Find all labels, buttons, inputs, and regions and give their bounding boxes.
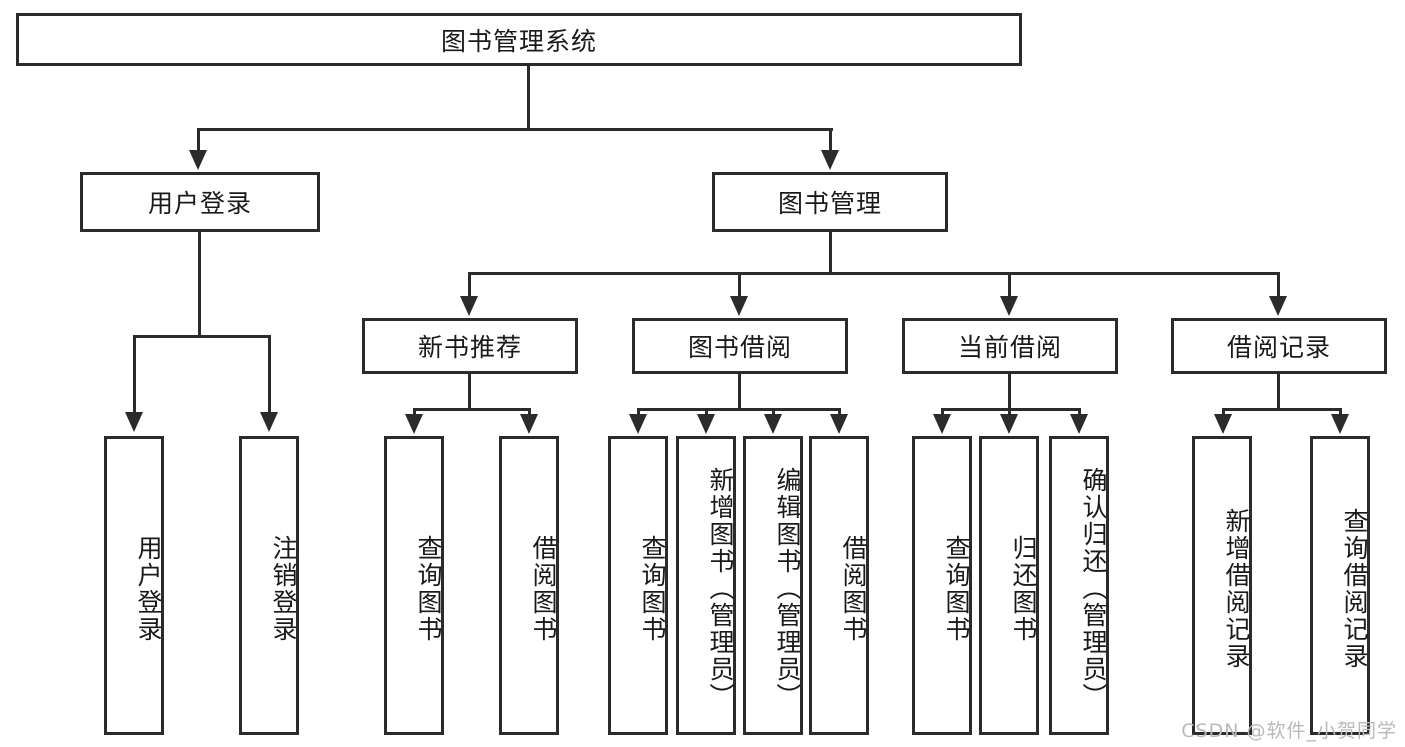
connector-record-leaf1 xyxy=(1222,408,1225,418)
node-label: 图书借阅 xyxy=(687,333,792,362)
arrowhead-current-leaf2 xyxy=(1000,414,1018,434)
arrowhead-record-leaf1 xyxy=(1214,414,1232,434)
leaf-borrow-query-book[interactable]: 查询图书 xyxy=(608,436,668,735)
connector-bookmgmt-to-record xyxy=(1277,272,1280,302)
leaf-record-add-borrow-record[interactable]: 新增借阅记录 xyxy=(1192,436,1252,735)
node-label: 新增借阅记录 xyxy=(1222,507,1251,670)
connector-bookmgmt-bar xyxy=(468,272,1280,275)
node-book-borrow[interactable]: 图书借阅 xyxy=(632,318,848,374)
leaf-borrow-borrow-book[interactable]: 借阅图书 xyxy=(809,436,869,735)
node-label: 查询借阅记录 xyxy=(1340,507,1369,670)
connector-borrow-leaf2 xyxy=(705,408,708,418)
leaf-current-return-book[interactable]: 归还图书 xyxy=(979,436,1039,735)
leaf-current-query-book[interactable]: 查询图书 xyxy=(912,436,972,735)
leaf-newbook-borrow-book[interactable]: 借阅图书 xyxy=(499,436,559,735)
leaf-user-login[interactable]: 用户登录 xyxy=(104,436,164,735)
connector-borrow-bar xyxy=(637,408,841,411)
node-label: 编辑图书（管理员） xyxy=(773,467,802,710)
connector-newbook-leaf2 xyxy=(528,408,531,418)
node-user-login[interactable]: 用户登录 xyxy=(80,172,320,232)
connector-root-to-userlogin xyxy=(197,128,200,156)
arrowhead-root-to-bookmgmt xyxy=(821,150,839,170)
connector-userlogin-leaf1 xyxy=(133,335,136,416)
connector-borrow-leaf4 xyxy=(838,408,841,418)
connector-borrow-leaf3 xyxy=(772,408,775,418)
arrowhead-newbook-leaf1 xyxy=(405,414,423,434)
arrowhead-bookmgmt-to-newbook xyxy=(460,296,478,316)
arrowhead-bookmgmt-to-borrow xyxy=(730,296,748,316)
node-current-borrow[interactable]: 当前借阅 xyxy=(902,318,1118,374)
node-label: 新增图书（管理员） xyxy=(706,467,735,710)
connector-borrow-leaf1 xyxy=(637,408,640,418)
connector-root-to-bookmgmt xyxy=(829,128,832,156)
connector-newbook-bar xyxy=(413,408,531,411)
node-label: 确认归还（管理员） xyxy=(1079,467,1108,710)
connector-userlogin-bar xyxy=(133,335,271,338)
connector-newbook-leaf1 xyxy=(413,408,416,418)
connector-root-stem xyxy=(527,66,530,128)
arrowhead-current-leaf3 xyxy=(1070,414,1088,434)
connector-record-stem xyxy=(1277,374,1280,408)
arrowhead-borrow-leaf3 xyxy=(764,414,782,434)
arrowhead-current-leaf1 xyxy=(933,414,951,434)
node-label: 注销登录 xyxy=(269,534,298,643)
leaf-borrow-edit-book-admin[interactable]: 编辑图书（管理员） xyxy=(743,436,803,735)
arrowhead-newbook-leaf2 xyxy=(520,414,538,434)
node-label: 图书管理系统 xyxy=(440,26,597,56)
connector-record-leaf2 xyxy=(1339,408,1342,418)
arrowhead-borrow-leaf4 xyxy=(830,414,848,434)
node-label: 图书管理 xyxy=(777,189,882,218)
arrowhead-bookmgmt-to-current xyxy=(1000,296,1018,316)
leaf-newbook-query-book[interactable]: 查询图书 xyxy=(384,436,444,735)
node-label: 新书推荐 xyxy=(417,333,522,362)
node-label: 借阅图书 xyxy=(839,534,868,643)
connector-current-leaf1 xyxy=(941,408,944,418)
arrowhead-record-leaf2 xyxy=(1331,414,1349,434)
node-label: 归还图书 xyxy=(1009,534,1038,643)
arrowhead-borrow-leaf2 xyxy=(697,414,715,434)
node-root-system[interactable]: 图书管理系统 xyxy=(16,13,1022,66)
connector-userlogin-leaf2 xyxy=(268,335,271,416)
connector-current-bar xyxy=(941,408,1081,411)
connector-newbook-stem xyxy=(468,374,471,408)
leaf-record-query-borrow-record[interactable]: 查询借阅记录 xyxy=(1310,436,1370,735)
node-book-management[interactable]: 图书管理 xyxy=(712,172,948,232)
connector-current-leaf2 xyxy=(1008,408,1011,418)
node-label: 借阅图书 xyxy=(529,534,558,643)
connector-current-leaf3 xyxy=(1078,408,1081,418)
arrowhead-borrow-leaf1 xyxy=(629,414,647,434)
node-label: 当前借阅 xyxy=(957,333,1062,362)
node-label: 查询图书 xyxy=(638,534,667,643)
node-label: 查询图书 xyxy=(414,534,443,643)
connector-current-stem xyxy=(1008,374,1011,408)
leaf-borrow-add-book-admin[interactable]: 新增图书（管理员） xyxy=(676,436,736,735)
node-label: 借阅记录 xyxy=(1226,333,1331,362)
connector-borrow-stem xyxy=(738,374,741,408)
arrowhead-userlogin-leaf2 xyxy=(260,412,278,432)
arrowhead-bookmgmt-to-record xyxy=(1269,296,1287,316)
connector-bookmgmt-to-newbook xyxy=(468,272,471,302)
leaf-user-logout[interactable]: 注销登录 xyxy=(239,436,299,735)
connector-bookmgmt-to-borrow xyxy=(738,272,741,302)
leaf-current-confirm-return-admin[interactable]: 确认归还（管理员） xyxy=(1049,436,1109,735)
node-borrow-record[interactable]: 借阅记录 xyxy=(1171,318,1387,374)
arrowhead-userlogin-leaf1 xyxy=(125,412,143,432)
connector-record-bar xyxy=(1222,408,1342,411)
node-label: 用户登录 xyxy=(134,534,163,643)
node-new-book-recommend[interactable]: 新书推荐 xyxy=(362,318,578,374)
connector-bookmgmt-stem xyxy=(829,232,832,272)
node-label: 查询图书 xyxy=(942,534,971,643)
connector-userlogin-stem xyxy=(198,232,201,335)
node-label: 用户登录 xyxy=(147,189,252,218)
connector-root-bar xyxy=(197,128,833,131)
arrowhead-root-to-userlogin xyxy=(189,150,207,170)
connector-bookmgmt-to-current xyxy=(1008,272,1011,302)
